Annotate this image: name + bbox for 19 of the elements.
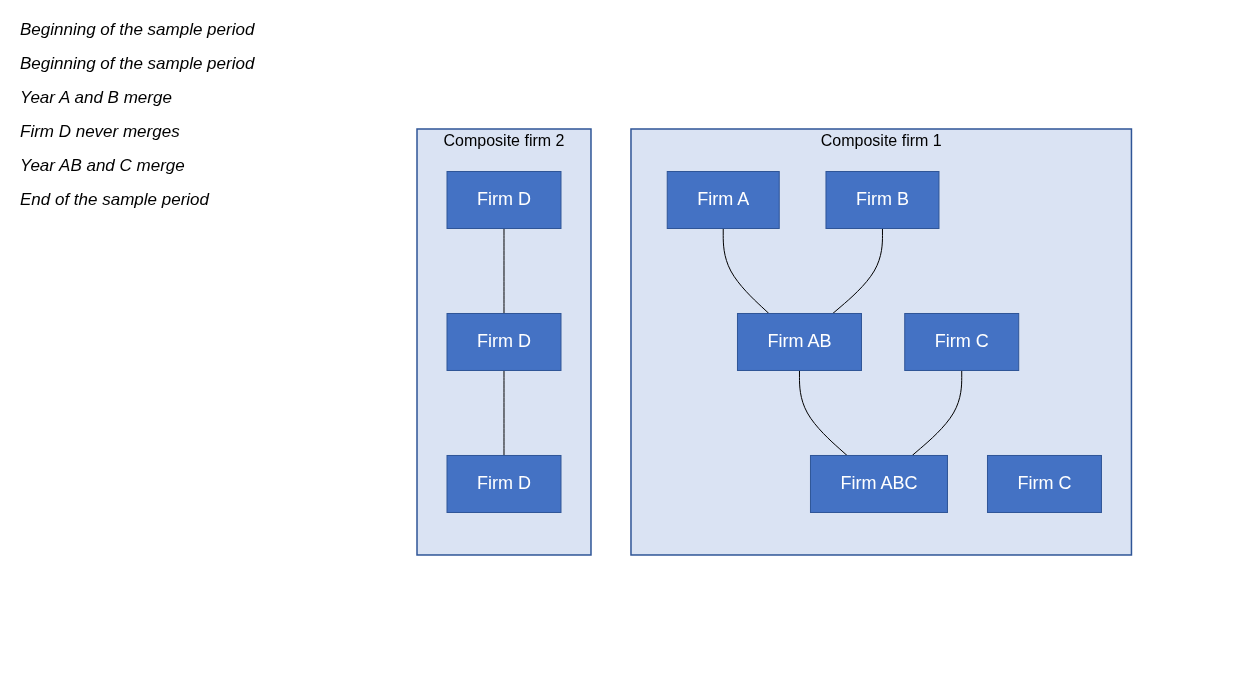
period-note: Beginning of the sample period	[20, 54, 256, 74]
node-box: Firm D	[446, 455, 562, 513]
period-note: Year A and B merge	[20, 88, 173, 108]
node-box: Firm D	[446, 171, 562, 229]
period-note: End of the sample period	[20, 190, 211, 210]
node-box: Firm B	[825, 171, 940, 229]
connector	[832, 228, 883, 314]
period-note: Year AB and C merge	[20, 156, 186, 176]
period-note: Beginning of the sample period	[20, 20, 256, 40]
node-box: Firm C	[904, 313, 1019, 371]
node-box: Firm D	[446, 313, 562, 371]
node-box: Firm AB	[736, 313, 862, 371]
node-box: Firm ABC	[809, 455, 948, 513]
node-box: Firm C	[986, 455, 1102, 513]
connector	[911, 370, 962, 456]
node-box: Firm A	[666, 171, 780, 229]
connector	[722, 228, 770, 314]
period-note: Firm D never merges	[20, 122, 181, 142]
connector	[798, 370, 848, 456]
